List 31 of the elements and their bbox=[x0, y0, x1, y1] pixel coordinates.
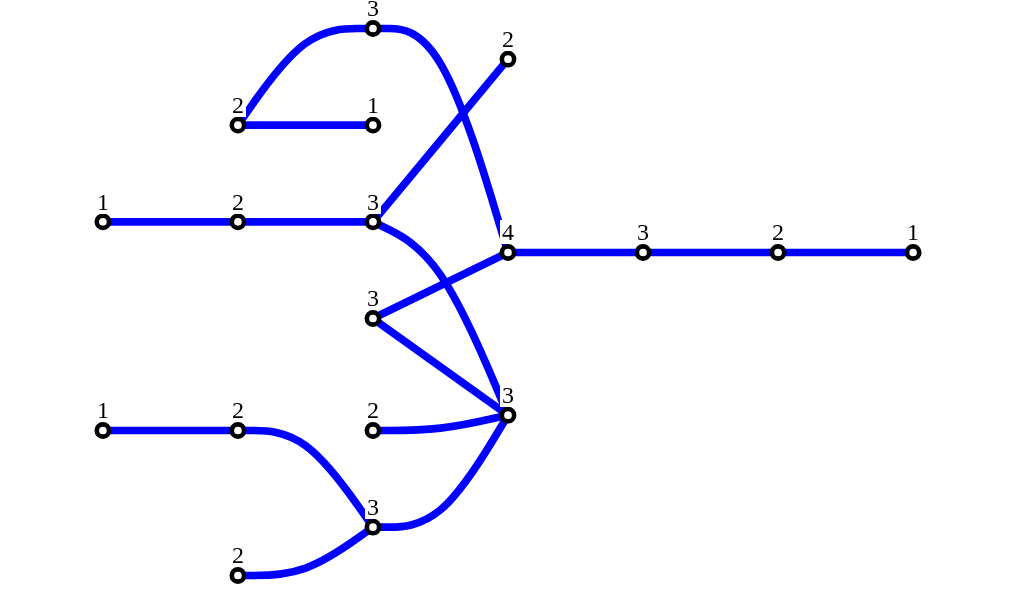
node-circle bbox=[499, 50, 517, 68]
node-circle bbox=[769, 244, 787, 261]
edge-line bbox=[514, 248, 637, 257]
edge-line bbox=[784, 248, 907, 257]
edge-line bbox=[109, 218, 232, 226]
node-circle bbox=[94, 213, 112, 231]
node-circle bbox=[229, 422, 247, 439]
node-circle bbox=[229, 213, 247, 231]
edge-line bbox=[379, 412, 503, 435]
edge-line bbox=[244, 218, 367, 226]
node-circle bbox=[364, 310, 382, 327]
node-circle bbox=[364, 20, 382, 37]
edge-line bbox=[376, 251, 505, 320]
node-circle bbox=[634, 244, 652, 261]
node-circle bbox=[499, 406, 517, 424]
node-label: 4 bbox=[500, 220, 516, 245]
node-circle bbox=[904, 244, 922, 261]
node-circle bbox=[229, 116, 247, 134]
edge-line bbox=[649, 248, 772, 257]
edge-line bbox=[109, 426, 232, 435]
node-circle bbox=[364, 518, 382, 536]
edge-line bbox=[379, 418, 509, 531]
node-circle bbox=[94, 422, 112, 439]
node-circle bbox=[364, 116, 382, 134]
edge-line bbox=[238, 24, 367, 123]
edge-line bbox=[244, 121, 367, 129]
node-circle bbox=[364, 213, 382, 231]
edge-line bbox=[244, 527, 371, 580]
node-circle bbox=[499, 244, 517, 261]
node-circle bbox=[229, 567, 247, 584]
node-circle bbox=[364, 422, 382, 439]
